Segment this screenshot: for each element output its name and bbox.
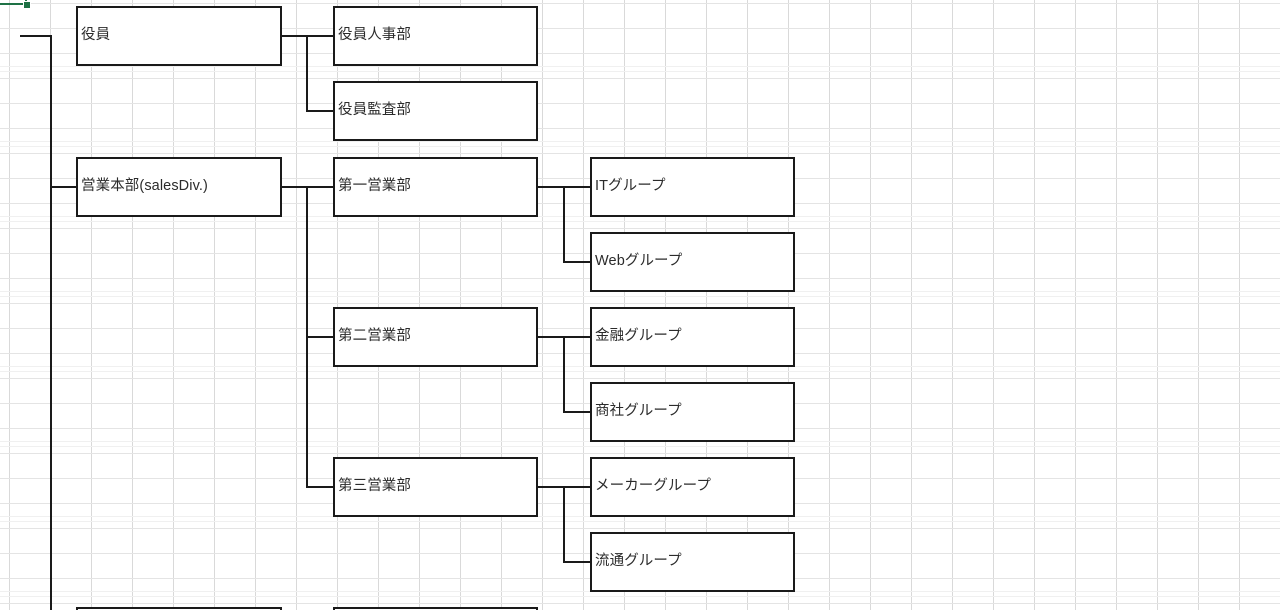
connector-line [306,110,334,112]
connector-line [306,186,334,188]
org-node-label: 営業本部(salesDiv.) [81,178,208,195]
connector-line [563,561,591,563]
selection-fill-handle[interactable] [23,1,31,9]
org-node-label: 役員監査部 [338,102,411,119]
org-node-label: 金融グループ [595,328,682,345]
org-node[interactable]: 第二営業部 [333,307,538,367]
org-node-label: 商社グループ [595,403,682,420]
connector-line [538,186,564,188]
connector-line [306,35,308,111]
org-node[interactable]: 第一営業部 [333,157,538,217]
org-node[interactable]: ITグループ [590,157,795,217]
org-node-label: 役員人事部 [338,27,411,44]
connector-line [282,186,308,188]
org-node-label: ITグループ [595,178,666,195]
connector-line [563,411,591,413]
connector-line [563,486,591,488]
org-node[interactable]: 役員人事部 [333,6,538,66]
connector-line [538,486,564,488]
org-node-label: Webグループ [595,253,683,270]
org-node-label: 第一営業部 [338,178,411,195]
connector-line [538,336,564,338]
org-node[interactable]: 金融グループ [590,307,795,367]
org-node[interactable] [333,607,538,610]
connector-line [306,486,334,488]
org-node[interactable]: 営業本部(salesDiv.) [76,157,282,217]
org-node-label: メーカーグループ [595,478,711,495]
org-node-label: 第二営業部 [338,328,411,345]
org-node[interactable]: メーカーグループ [590,457,795,517]
org-node[interactable]: 役員 [76,6,282,66]
connector-line [563,186,565,262]
selection-top-edge [0,3,27,5]
org-node[interactable] [76,607,282,610]
org-node-label: 流通グループ [595,553,682,570]
connector-line [282,35,308,37]
org-node[interactable]: 第三営業部 [333,457,538,517]
connector-line [563,186,591,188]
connector-line [50,35,52,610]
org-node-label: 第三営業部 [338,478,411,495]
org-node-label: 役員 [81,27,111,44]
org-node[interactable]: 商社グループ [590,382,795,442]
connector-line [563,486,565,562]
connector-line [563,336,591,338]
org-node[interactable]: 役員監査部 [333,81,538,141]
connector-line [306,35,334,37]
org-node[interactable]: 流通グループ [590,532,795,592]
connector-line [50,186,77,188]
connector-line [563,261,591,263]
connector-line [563,336,565,412]
connector-line [20,35,52,37]
connector-line [306,336,334,338]
org-node[interactable]: Webグループ [590,232,795,292]
